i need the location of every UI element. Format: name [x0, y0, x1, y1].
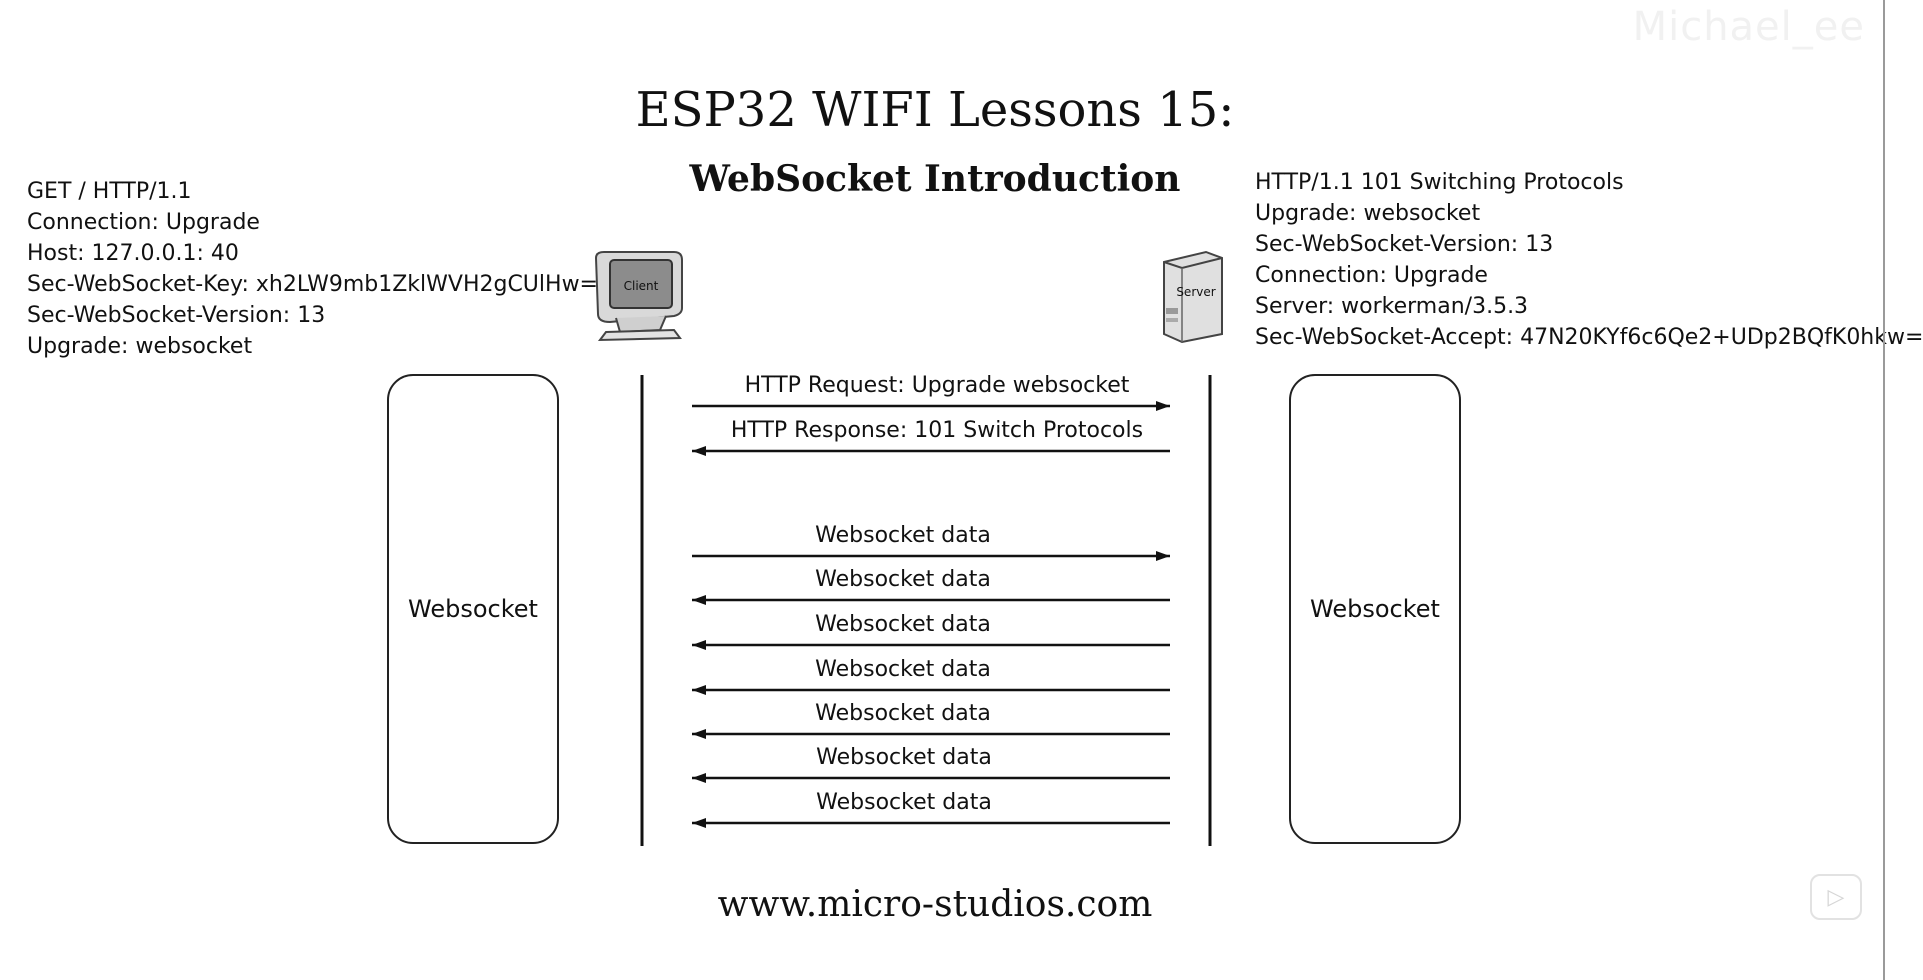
lesson-title: ESP32 WIFI Lessons 15:: [635, 82, 1235, 138]
request-header-line: Host: 127.0.0.1: 40: [27, 241, 239, 266]
play-icon: ▷: [1827, 884, 1845, 910]
request-header-line: Upgrade: websocket: [27, 334, 253, 359]
arrow-left-icon: [692, 595, 706, 605]
message-arrow: HTTP Request: Upgrade websocket: [692, 373, 1170, 411]
server-websocket-box: Websocket: [1289, 374, 1461, 844]
arrow-left-icon: [692, 729, 706, 739]
request-header-line: Sec-WebSocket-Version: 13: [27, 303, 326, 328]
request-headers: GET / HTTP/1.1 Connection: Upgrade Host:…: [27, 176, 616, 362]
message-label: Websocket data: [815, 523, 991, 548]
message-label: Websocket data: [816, 745, 992, 770]
response-header-line: Upgrade: websocket: [1255, 201, 1481, 226]
message-label: HTTP Request: Upgrade websocket: [745, 373, 1130, 398]
arrow-right-icon: [1156, 401, 1170, 411]
client-websocket-box: Websocket: [387, 374, 559, 844]
server-websocket-label: Websocket: [1310, 595, 1440, 623]
message-arrow: Websocket data: [692, 701, 1170, 739]
response-header-line: HTTP/1.1 101 Switching Protocols: [1255, 170, 1624, 195]
client-label: Client: [624, 279, 659, 293]
request-header-line: Sec-WebSocket-Key: xh2LW9mb1ZklWVH2gCUlH…: [27, 272, 617, 297]
scrollbar-edge: [1883, 0, 1885, 980]
arrow-left-icon: [692, 446, 706, 456]
message-arrow: Websocket data: [692, 567, 1170, 605]
message-label: Websocket data: [815, 612, 991, 637]
message-arrow: Websocket data: [692, 523, 1170, 561]
message-arrow: Websocket data: [692, 657, 1170, 695]
footer-url: www.micro-studios.com: [717, 884, 1153, 925]
client-monitor-icon: Client: [594, 251, 683, 342]
response-header-line: Sec-WebSocket-Version: 13: [1255, 232, 1554, 257]
arrow-left-icon: [692, 773, 706, 783]
response-header-line: Server: workerman/3.5.3: [1255, 294, 1529, 319]
arrow-left-icon: [692, 640, 706, 650]
response-headers: HTTP/1.1 101 Switching Protocols Upgrade…: [1255, 167, 1923, 353]
message-arrow: Websocket data: [692, 745, 1170, 783]
response-header-line: Sec-WebSocket-Accept: 47N20KYf6c6Qe2+UDp…: [1255, 325, 1923, 350]
arrow-left-icon: [692, 818, 706, 828]
request-header-line: GET / HTTP/1.1: [27, 179, 192, 204]
message-arrow: HTTP Response: 101 Switch Protocols: [692, 418, 1170, 456]
server-tower-icon: Server: [1163, 250, 1223, 344]
message-label: Websocket data: [815, 701, 991, 726]
lesson-subtitle: WebSocket Introduction: [689, 158, 1181, 200]
message-label: Websocket data: [815, 567, 991, 592]
arrow-right-icon: [1156, 551, 1170, 561]
watermark: Michael_ee: [1632, 4, 1865, 50]
message-arrow: Websocket data: [692, 790, 1170, 828]
message-arrow: Websocket data: [692, 612, 1170, 650]
server-label: Server: [1176, 285, 1215, 299]
request-header-line: Connection: Upgrade: [27, 210, 260, 235]
response-header-line: Connection: Upgrade: [1255, 263, 1488, 288]
play-button[interactable]: ▷: [1810, 874, 1862, 920]
client-websocket-label: Websocket: [408, 595, 538, 623]
message-label: Websocket data: [815, 657, 991, 682]
message-label: Websocket data: [816, 790, 992, 815]
arrow-left-icon: [692, 685, 706, 695]
message-label: HTTP Response: 101 Switch Protocols: [731, 418, 1143, 443]
